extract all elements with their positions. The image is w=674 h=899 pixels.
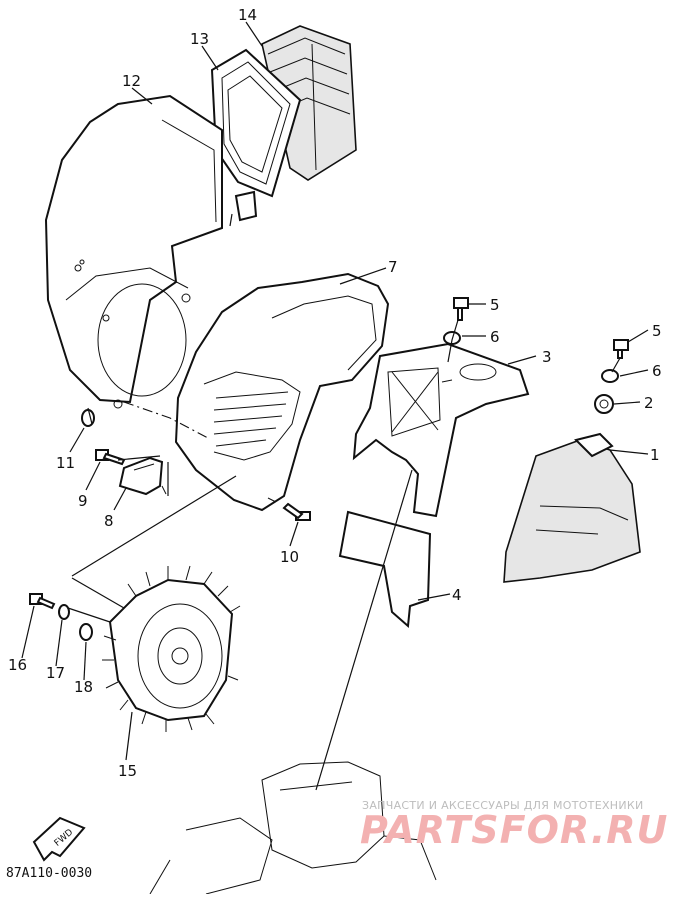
part-clamp <box>118 456 167 496</box>
callout-leaders <box>21 21 649 761</box>
watermark-tagline: ЗАПЧАСТИ И АКСЕССУАРЫ ДЛЯ МОТОТЕХНИКИ <box>362 799 644 812</box>
callout-9: 9 <box>78 492 88 510</box>
part-screw-9 <box>95 449 126 466</box>
part-washer-18 <box>79 623 93 641</box>
callout-5b: 5 <box>652 322 662 340</box>
callout-6b: 6 <box>652 362 662 380</box>
part-cooling-fan <box>102 565 241 732</box>
callout-16: 16 <box>8 656 27 674</box>
callout-3: 3 <box>542 348 552 366</box>
part-grommet-2 <box>594 394 614 414</box>
part-fan-housing <box>174 272 390 512</box>
callout-2: 2 <box>644 394 654 412</box>
callout-8: 8 <box>104 512 114 530</box>
fan-blades <box>102 565 241 732</box>
fwd-arrow-icon: FWD <box>32 816 86 862</box>
part-lock-washer-17 <box>58 604 70 620</box>
callout-10: 10 <box>280 548 299 566</box>
drawing-code: 87A110-0030 <box>6 866 93 881</box>
callout-4: 4 <box>452 586 462 604</box>
part-bolt-5-right <box>613 339 629 359</box>
callout-17: 17 <box>46 664 65 682</box>
callout-11: 11 <box>56 454 75 472</box>
part-washer-6-right <box>601 369 619 383</box>
part-upper-shroud <box>44 94 223 409</box>
part-bracket <box>352 342 530 518</box>
callout-6a: 6 <box>490 328 500 346</box>
callout-7: 7 <box>388 258 398 276</box>
callout-numbers: 14 13 12 7 5 6 3 5 6 2 1 11 9 8 10 4 16 … <box>8 6 662 780</box>
part-bolt-16 <box>29 593 56 610</box>
assembly-lines <box>67 213 621 791</box>
callout-13: 13 <box>190 30 209 48</box>
callout-1: 1 <box>650 446 660 464</box>
callout-12: 12 <box>122 72 141 90</box>
engine-block-outline <box>149 761 437 895</box>
fan-housing-grille <box>213 391 289 447</box>
watermark-logo: PARTSFOR.RU <box>360 808 669 852</box>
part-bolt-5-center <box>453 297 469 321</box>
part-plate <box>338 510 432 629</box>
callout-15: 15 <box>118 762 137 780</box>
part-bolt-10 <box>282 502 311 521</box>
callout-18: 18 <box>74 678 93 696</box>
callout-14: 14 <box>238 6 257 24</box>
part-side-cover <box>503 432 641 583</box>
callout-5a: 5 <box>490 296 500 314</box>
